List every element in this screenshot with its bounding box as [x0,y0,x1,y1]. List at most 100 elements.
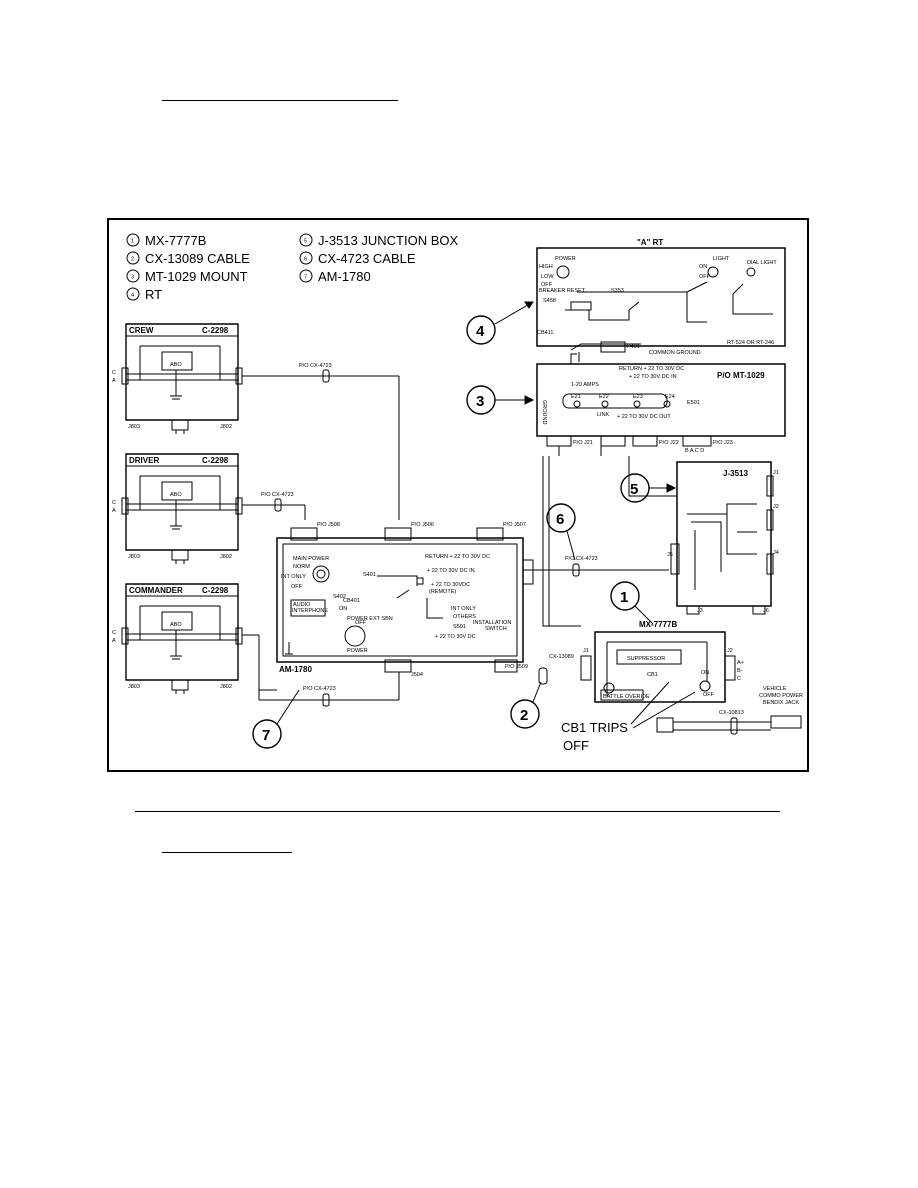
callout-7: 7 [253,690,299,748]
svg-text:E501: E501 [687,400,700,406]
svg-text:S402: S402 [333,594,346,600]
svg-text:P/O J23: P/O J23 [713,440,733,446]
svg-text:+ 22 TO 30V DC IN: + 22 TO 30V DC IN [427,568,475,574]
common-ground-label: COMMON GROUND [649,350,701,356]
svg-text:OFF: OFF [541,282,553,288]
mx-7777b-box: MX-7777B SUPPRESSOR BATTLE OVERIDE CB1 O… [581,620,744,702]
station-cables: P/O CX-4723 P/O CX-4723 [242,363,399,690]
svg-text:COMMO POWER: COMMO POWER [759,693,803,699]
svg-text:P/O CX-4723: P/O CX-4723 [565,556,598,562]
svg-text:S353: S353 [611,288,624,294]
svg-text:3: 3 [476,393,484,410]
svg-text:A+: A+ [737,660,744,666]
svg-text:ON: ON [699,264,707,270]
svg-text:P/O J22: P/O J22 [659,440,679,446]
j3513-box: J-3513 J1 J2 J4 J5 J3 J6 [667,462,779,614]
svg-text:J802: J802 [220,424,232,430]
cable-cx4723: P/O CX-4723 [523,556,669,584]
svg-text:INT ONLY: INT ONLY [281,574,306,580]
svg-text:J2: J2 [773,504,779,510]
svg-text:GROUND: GROUND [541,400,547,424]
legend-item: 3 MT-1029 MOUNT [127,269,248,284]
svg-text:J803: J803 [128,684,140,690]
svg-text:+ 22 TO 30V DC IN: + 22 TO 30V DC IN [629,374,677,380]
svg-text:J803: J803 [128,554,140,560]
legend-item: 1 MX-7777B [127,233,206,248]
svg-text:CB411: CB411 [537,330,553,336]
svg-text:INTERPHONE: INTERPHONE [292,608,328,614]
svg-text:C: C [112,370,116,376]
callout-2: 2 [511,682,541,728]
svg-text:2: 2 [520,707,528,724]
svg-text:POWER: POWER [347,648,368,654]
svg-text:P/O J21: P/O J21 [573,440,593,446]
svg-text:CX-13089: CX-13089 [549,654,574,660]
station-commander: COMMANDER C-2298 ABO C A J803 J802 [112,584,242,694]
svg-text:ABO: ABO [170,622,182,628]
svg-text:BREAKER RESET: BREAKER RESET [539,288,586,294]
svg-text:OTHERS: OTHERS [453,614,476,620]
svg-text:C: C [112,630,116,636]
svg-text:2: 2 [131,257,134,263]
svg-text:J803: J803 [128,424,140,430]
svg-text:1-20 AMPS: 1-20 AMPS [571,382,599,388]
svg-text:A: A [112,638,116,644]
svg-text:SWITCH: SWITCH [485,626,507,632]
svg-text:MX-7777B: MX-7777B [639,620,677,629]
svg-text:1: 1 [131,239,134,245]
svg-text:5: 5 [304,239,307,245]
svg-text:J-3513 JUNCTION BOX: J-3513 JUNCTION BOX [318,233,458,248]
svg-text:C-2298: C-2298 [202,586,229,595]
svg-text:6: 6 [556,511,564,528]
svg-text:1: 1 [620,589,628,606]
svg-text:OFF: OFF [699,274,711,280]
legend-item: 6 CX-4723 CABLE [300,251,416,266]
svg-text:J3: J3 [697,608,703,614]
vehicle-jack: VEHICLE COMMO POWER BENDIX JACK CX-10813 [657,686,803,734]
svg-text:P/O CX-4723: P/O CX-4723 [303,686,336,692]
svg-text:RT-524 OR RT-246: RT-524 OR RT-246 [727,340,774,346]
svg-text:DRIVER: DRIVER [129,456,159,465]
callout-6: 6 [547,504,575,560]
svg-text:MAIN POWER: MAIN POWER [293,556,329,562]
legend-item: 7 AM-1780 [300,269,371,284]
footer-heading-rule [162,852,292,853]
svg-text:HIGH: HIGH [539,264,553,270]
legend-item: 4 RT [127,287,162,302]
svg-text:S458: S458 [543,298,556,304]
cable-cx13089: CX-13089 [539,344,677,684]
svg-text:P/O MT-1029: P/O MT-1029 [717,371,765,380]
svg-text:C-2298: C-2298 [202,456,229,465]
svg-text:CREW: CREW [129,326,154,335]
legend-item: 2 CX-13089 CABLE [127,251,250,266]
svg-text:5: 5 [630,481,638,498]
svg-text:DIAL LIGHT: DIAL LIGHT [747,260,777,266]
svg-text:J6: J6 [763,608,769,614]
svg-text:VEHICLE: VEHICLE [763,686,787,692]
station-crew: CREW C-2298 ABO C A J803 J802 [112,324,242,434]
svg-text:P/O CX-4723: P/O CX-4723 [261,492,294,498]
svg-text:OFF: OFF [563,738,589,753]
svg-text:4: 4 [131,293,134,299]
svg-text:CX-10813: CX-10813 [719,710,744,716]
svg-text:C: C [112,500,116,506]
bottom-cable: P/O CX-4723 [259,672,399,706]
callout-1: 1 [611,582,653,624]
svg-text:J1: J1 [773,470,779,476]
svg-text:J5: J5 [667,552,673,558]
svg-text:MX-7777B: MX-7777B [145,233,206,248]
svg-text:J504: J504 [411,672,423,678]
svg-text:COMMANDER: COMMANDER [129,586,183,595]
svg-text:CX-13089 CABLE: CX-13089 CABLE [145,251,250,266]
svg-text:P/O J506: P/O J506 [411,522,434,528]
svg-text:P/O J507: P/O J507 [503,522,526,528]
svg-text:3: 3 [131,275,134,281]
mt-1029-box: P/O MT-1029 RETURN + 22 TO 30V DC + 22 T… [537,364,785,454]
svg-text:E22: E22 [599,394,609,400]
svg-text:ABO: ABO [170,362,182,368]
section-rule [135,811,780,812]
svg-text:LIGHT: LIGHT [713,256,730,262]
callout-5: 5 [621,474,675,502]
svg-text:+ 22 TO 30VDC: + 22 TO 30VDC [431,582,470,588]
svg-text:A: A [112,508,116,514]
